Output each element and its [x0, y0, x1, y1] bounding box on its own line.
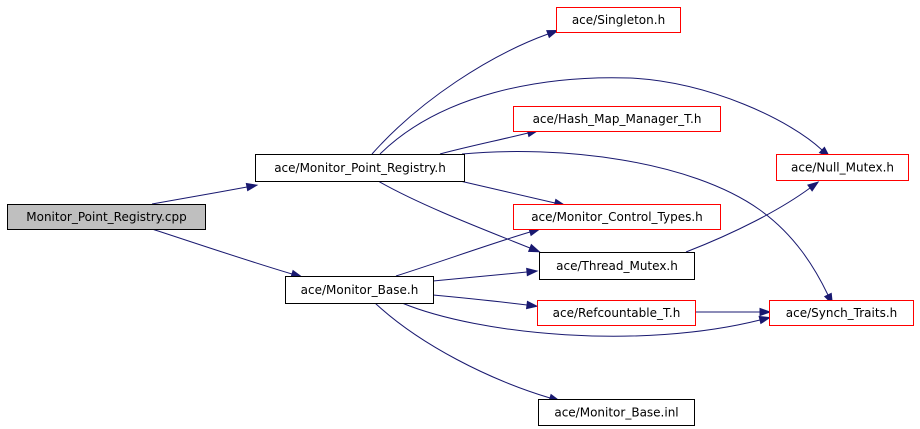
edge-mb-to-refc: [432, 294, 539, 310]
node-label: ace/Monitor_Base.inl: [554, 406, 678, 420]
edge-line: [459, 180, 556, 204]
edge-arrowhead: [527, 243, 541, 253]
edge-line: [151, 186, 248, 205]
edge-arrowhead: [758, 315, 772, 325]
node-box: [538, 399, 695, 426]
edge-line: [377, 180, 531, 249]
node-box: [556, 7, 681, 33]
node-mct[interactable]: ace/Monitor_Control_Types.h: [513, 204, 721, 230]
edge-line: [432, 294, 528, 306]
node-box: [255, 154, 465, 182]
edge-root-to-mpr: [151, 182, 259, 205]
node-mb[interactable]: ace/Monitor_Base.h: [285, 276, 434, 304]
node-root[interactable]: Monitor_Point_Registry.cpp: [7, 204, 206, 230]
edge-line: [151, 228, 293, 275]
node-box: [539, 252, 695, 280]
edge-line: [461, 151, 829, 296]
node-label: ace/Hash_Map_Manager_T.h: [533, 112, 702, 126]
node-singleton[interactable]: ace/Singleton.h: [556, 7, 681, 33]
edges-layer: [151, 30, 834, 402]
edge-mpr-to-mct: [459, 180, 567, 208]
edge-refc-to-synch: [695, 307, 772, 317]
edge-tm-to-nullmutex: [685, 181, 820, 253]
edge-mb-to-tm: [432, 267, 539, 282]
edge-arrowhead: [526, 267, 539, 277]
node-box: [285, 276, 434, 304]
edge-arrowhead: [245, 182, 259, 192]
node-label: ace/Monitor_Point_Registry.h: [274, 161, 446, 175]
node-hashmap[interactable]: ace/Hash_Map_Manager_T.h: [513, 106, 721, 132]
node-box: [513, 204, 721, 230]
node-label: ace/Monitor_Control_Types.h: [531, 210, 703, 224]
edge-line: [439, 132, 529, 155]
edge-arrowhead: [807, 181, 820, 192]
node-box: [537, 300, 696, 326]
node-label: Monitor_Point_Registry.cpp: [26, 210, 186, 224]
nodes-layer: Monitor_Point_Registry.cpp ace/Monitor_Po…: [7, 7, 914, 426]
edge-line: [371, 33, 549, 155]
node-box: [513, 106, 721, 132]
node-label: ace/Synch_Traits.h: [786, 306, 897, 320]
node-mpr[interactable]: ace/Monitor_Point_Registry.h: [255, 154, 465, 182]
edge-mb-to-synch: [401, 302, 772, 337]
edge-mpr-to-singleton: [371, 30, 559, 155]
edge-arrowhead: [759, 307, 772, 317]
node-label: ace/Refcountable_T.h: [553, 306, 681, 320]
node-label: ace/Null_Mutex.h: [791, 161, 894, 175]
edge-root-to-mb: [151, 228, 303, 278]
node-label: ace/Thread_Mutex.h: [556, 259, 678, 273]
edge-line: [432, 271, 528, 282]
node-box: [776, 154, 909, 181]
node-nullmutex[interactable]: ace/Null_Mutex.h: [776, 154, 909, 181]
edge-mb-to-mbinl: [374, 302, 561, 402]
edge-line: [395, 231, 531, 277]
node-box: [7, 204, 206, 230]
edge-arrowhead: [546, 30, 559, 39]
edge-line: [685, 187, 811, 253]
node-label: ace/Singleton.h: [572, 13, 665, 27]
node-refc[interactable]: ace/Refcountable_T.h: [537, 300, 696, 326]
edge-line: [374, 302, 551, 399]
node-box: [769, 300, 914, 326]
node-mbinl[interactable]: ace/Monitor_Base.inl: [538, 399, 695, 426]
edge-mb-to-mct: [395, 228, 541, 277]
node-synch[interactable]: ace/Synch_Traits.h: [769, 300, 914, 326]
edge-arrowhead: [525, 300, 539, 310]
edge-mpr-to-hashmap: [439, 128, 540, 155]
node-tm[interactable]: ace/Thread_Mutex.h: [539, 252, 695, 280]
edge-line: [401, 302, 761, 337]
edge-line: [379, 77, 823, 155]
edge-mpr-to-tm: [377, 180, 541, 253]
node-label: ace/Monitor_Base.h: [301, 283, 419, 297]
